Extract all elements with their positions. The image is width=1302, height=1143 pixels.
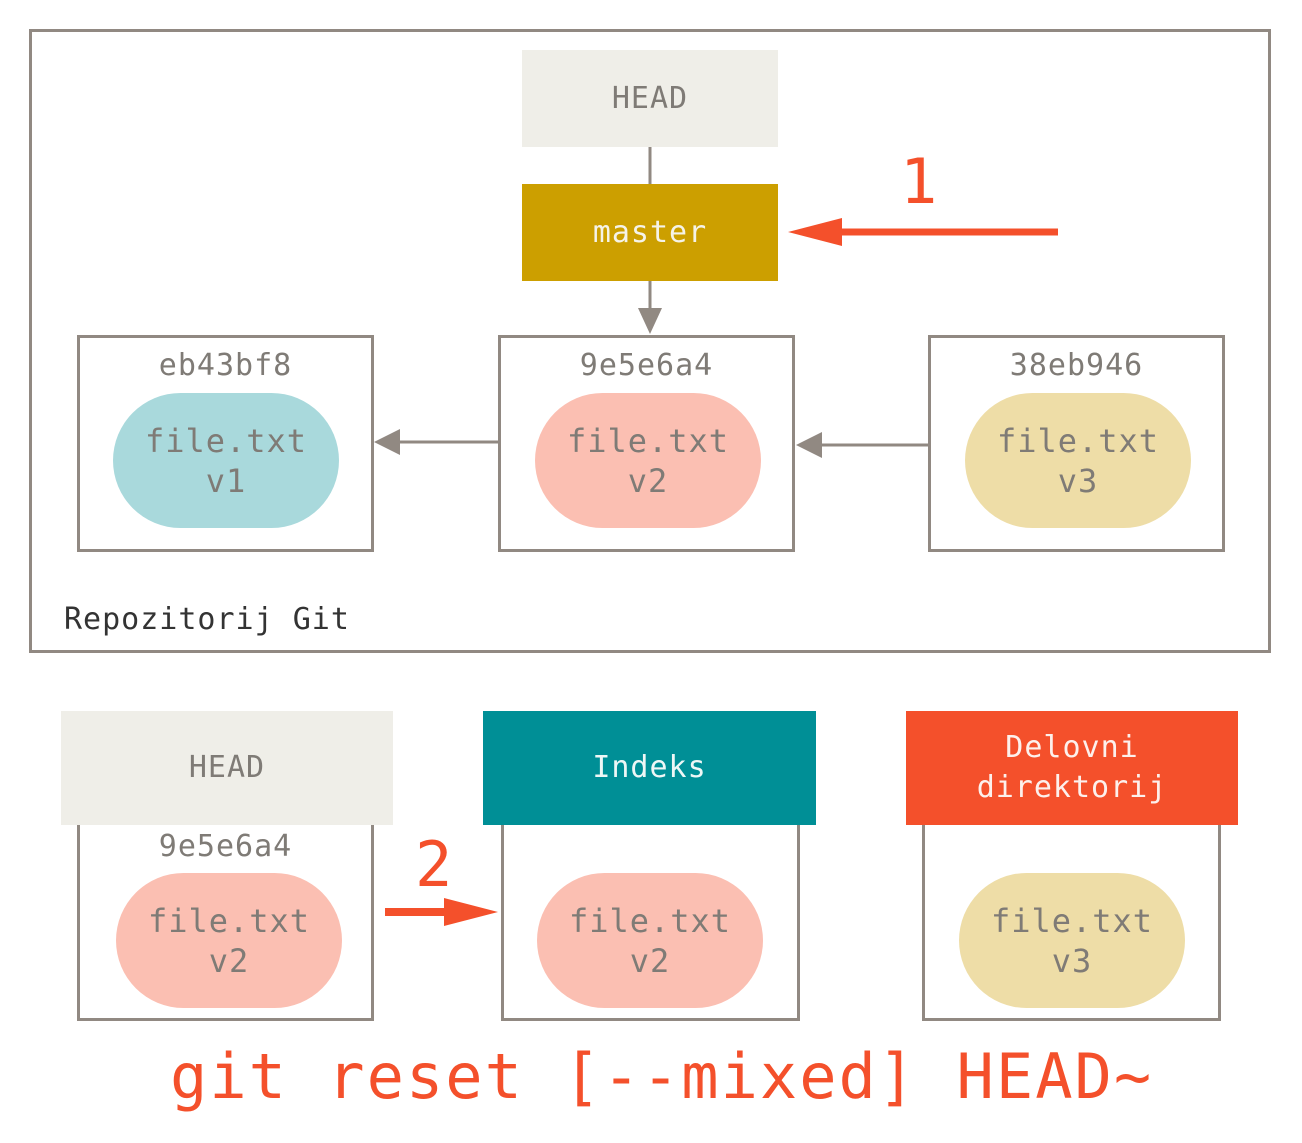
file-name: file.txt [568, 901, 732, 940]
step2-arrowhead [444, 898, 498, 926]
head-tree-sha: 9e5e6a4 [158, 829, 293, 864]
head-tree-box: 9e5e6a4 file.txt v2 [77, 800, 374, 1021]
working-tree-label-line2: direktorij [976, 770, 1168, 805]
file-blob: file.txt v1 [113, 393, 339, 528]
commit-sha: 38eb946 [1009, 348, 1144, 383]
commit-sha: 9e5e6a4 [579, 348, 714, 383]
file-version: v3 [1051, 941, 1093, 980]
command-text: git reset [--mixed] HEAD~ [170, 1040, 1154, 1113]
file-version: v2 [208, 941, 250, 980]
parent-arrowhead-2 [796, 432, 822, 458]
head-tree-header: HEAD [61, 711, 393, 825]
file-name: file.txt [144, 421, 308, 460]
file-version: v2 [629, 941, 671, 980]
master-branch-ref: master [522, 184, 778, 281]
step2-number: 2 [415, 828, 453, 901]
file-name: file.txt [147, 901, 311, 940]
file-name: file.txt [990, 901, 1154, 940]
file-name: file.txt [996, 421, 1160, 460]
file-blob: file.txt v2 [537, 873, 763, 1008]
head-ref: HEAD [522, 50, 778, 147]
repository-frame [29, 29, 1271, 653]
step1-number: 1 [900, 145, 938, 218]
working-tree-box: file.txt v3 [922, 800, 1221, 1021]
working-tree-label-line1: Delovni [1005, 730, 1139, 765]
index-tree-box: file.txt v2 [501, 800, 800, 1021]
commit-sha: eb43bf8 [158, 348, 293, 383]
file-version: v1 [205, 461, 247, 500]
file-blob: file.txt v3 [965, 393, 1191, 528]
file-version: v2 [627, 461, 669, 500]
master-to-commit-arrowhead [638, 308, 662, 334]
head-tree-label: HEAD [188, 750, 266, 785]
head-ref-label: HEAD [611, 80, 689, 116]
file-name: file.txt [566, 421, 730, 460]
step1-arrowhead [788, 218, 842, 246]
parent-arrowhead-1 [374, 429, 400, 455]
repository-label: Repozitorij Git [64, 602, 350, 637]
file-blob: file.txt v2 [116, 873, 342, 1008]
file-blob: file.txt v2 [535, 393, 761, 528]
working-tree-header: Delovni direktorij [906, 711, 1238, 825]
commit-node: eb43bf8 file.txt v1 [77, 335, 374, 552]
index-tree-header: Indeks [483, 711, 816, 825]
master-branch-label: master [592, 214, 708, 250]
commit-node: 38eb946 file.txt v3 [928, 335, 1225, 552]
file-blob: file.txt v3 [959, 873, 1185, 1008]
file-version: v3 [1057, 461, 1099, 500]
commit-node: 9e5e6a4 file.txt v2 [498, 335, 795, 552]
index-tree-label: Indeks [592, 750, 707, 785]
